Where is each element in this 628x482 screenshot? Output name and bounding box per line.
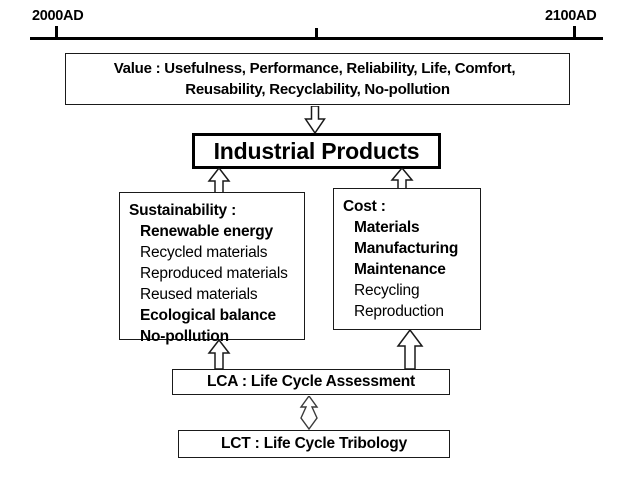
cost-item-1: Manufacturing [354, 240, 459, 257]
cost-item-4: Reproduction [354, 303, 444, 320]
arrow-value-to-products [304, 106, 326, 134]
industrial-products-title: Industrial Products [213, 137, 420, 164]
arrow-cost-to-products [390, 168, 414, 190]
lct-box: LCT : Life Cycle Tribology [178, 430, 450, 458]
sustainability-box: Sustainability : Renewable energy Recycl… [119, 192, 305, 345]
timeline-tick-2100 [573, 26, 576, 40]
timeline-end-label: 2100AD [545, 8, 597, 24]
lca-box: LCA : Life Cycle Assessment [172, 369, 450, 395]
timeline-start-label: 2000AD [32, 8, 84, 24]
value-box: Value : Usefulness, Performance, Reliabi… [65, 53, 570, 105]
arrow-sustainability-to-products [207, 168, 231, 194]
value-line-2: Reusability, Recyclability, No-pollution [185, 81, 450, 98]
sustainability-item-3: Reused materials [140, 286, 258, 303]
sustainability-header: Sustainability : [129, 202, 237, 219]
timeline-tick-2000 [55, 26, 58, 40]
sustainability-item-4: Ecological balance [140, 307, 276, 324]
sustainability-item-5: No-pollution [140, 328, 229, 345]
cost-header: Cost : [343, 198, 386, 215]
lca-label: LCA : Life Cycle Assessment [207, 373, 415, 390]
lct-label: LCT : Life Cycle Tribology [221, 435, 407, 452]
arrow-lct-to-lca [298, 396, 320, 430]
value-line-1: Value : Usefulness, Performance, Reliabi… [113, 60, 516, 77]
sustainability-item-0: Renewable energy [140, 223, 273, 240]
sustainability-item-1: Recycled materials [140, 244, 268, 261]
industrial-products-box: Industrial Products [192, 133, 441, 169]
timeline-tick-mid [315, 28, 318, 40]
cost-item-2: Maintenance [354, 261, 446, 278]
arrow-lca-to-cost [396, 330, 424, 370]
cost-box: Cost : Materials Manufacturing Maintenan… [333, 188, 481, 330]
sustainability-item-2: Reproduced materials [140, 265, 288, 282]
cost-item-3: Recycling [354, 282, 420, 299]
cost-item-0: Materials [354, 219, 420, 236]
